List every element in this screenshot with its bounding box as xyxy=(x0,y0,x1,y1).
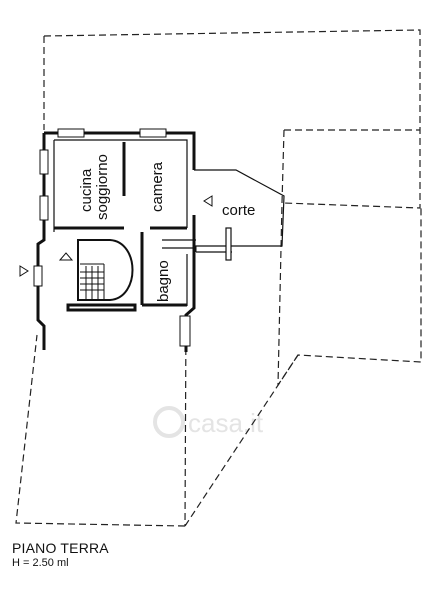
corte-post xyxy=(225,227,232,261)
watermark-text: casa.it xyxy=(188,408,264,438)
stair-curve xyxy=(77,239,134,301)
window-top-right xyxy=(139,128,167,138)
windows xyxy=(33,128,191,347)
stair-block-bottom xyxy=(66,303,137,312)
lot-boundaries xyxy=(15,29,422,527)
room-label-soggiorno: soggiorno xyxy=(94,154,111,220)
window-left-2 xyxy=(39,195,49,221)
room-label-corte: corte xyxy=(222,202,255,219)
ceiling-height: H = 2.50 ml xyxy=(12,557,69,569)
entrance-arrow-corte-icon xyxy=(203,195,213,207)
entrance-arrow-left-icon xyxy=(19,265,29,277)
staircase xyxy=(77,239,134,301)
room-label-camera: camera xyxy=(149,161,166,212)
window-left-1 xyxy=(39,149,49,175)
outer-wall xyxy=(36,131,196,352)
right-lot xyxy=(277,129,422,388)
room-label-bagno: bagno xyxy=(155,260,172,302)
upper-lot xyxy=(43,29,421,209)
window-left-3 xyxy=(33,265,43,287)
stair-rail xyxy=(80,263,105,300)
watermark: casa.it xyxy=(153,406,264,438)
entrance-arrow-hall-icon xyxy=(58,252,74,261)
window-bottom xyxy=(179,315,191,347)
corte-area xyxy=(162,169,285,261)
building-outline-thin xyxy=(53,139,188,306)
building-walls xyxy=(36,131,196,352)
stair-treads xyxy=(80,266,104,300)
room-label-cucina: cucina xyxy=(78,168,95,212)
floor-caption: PIANO TERRA xyxy=(12,540,109,556)
corte-outline xyxy=(194,169,285,247)
window-top-left xyxy=(57,128,85,138)
entrance-markers xyxy=(19,195,213,277)
